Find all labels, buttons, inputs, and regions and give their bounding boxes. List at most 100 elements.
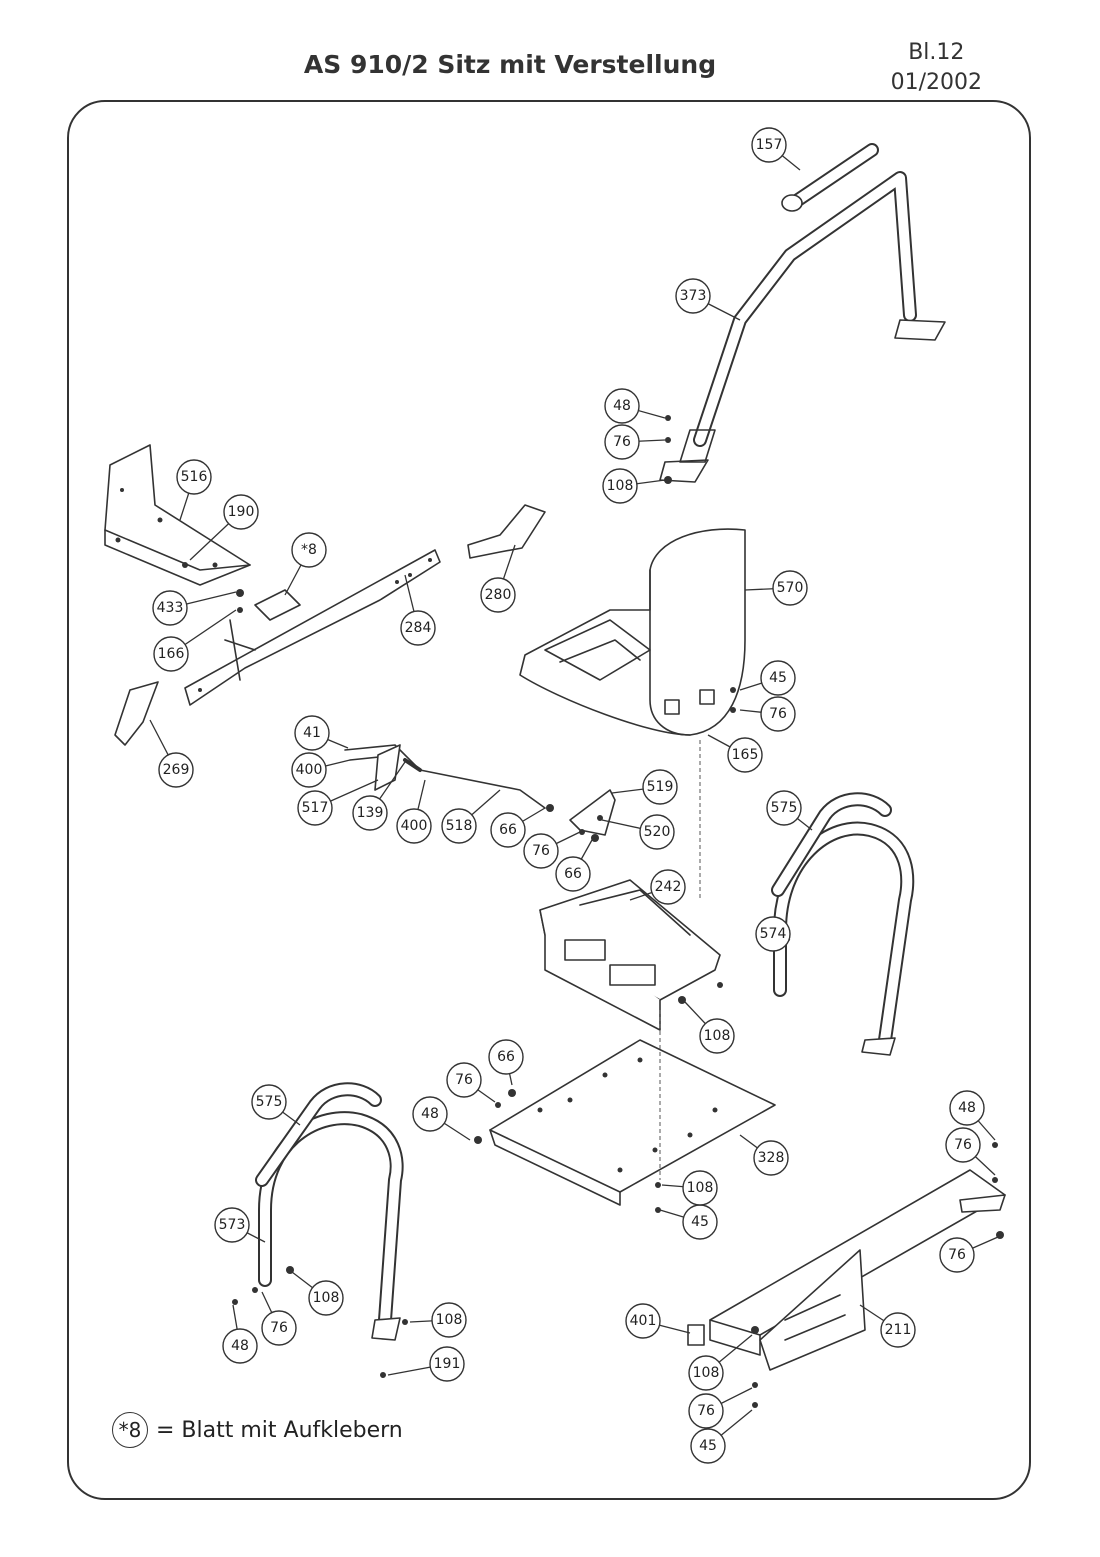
callout-574: 574: [755, 916, 791, 952]
callout-48: 48: [412, 1096, 448, 1132]
svg-text:108: 108: [687, 1180, 714, 1196]
seat-base-frame: [539, 879, 721, 1031]
callout-433: 433: [152, 590, 188, 626]
callout-48: 48: [222, 1328, 258, 1364]
svg-text:280: 280: [485, 587, 512, 603]
svg-text:139: 139: [357, 805, 384, 821]
svg-text:76: 76: [769, 706, 787, 722]
callout-star8: *8: [291, 532, 327, 568]
callout-66: 66: [490, 812, 526, 848]
svg-text:400: 400: [296, 762, 323, 778]
fasteners: [182, 415, 1004, 1408]
svg-text:108: 108: [313, 1290, 340, 1306]
svg-text:517: 517: [302, 800, 329, 816]
callout-139: 139: [352, 795, 388, 831]
callout-108: 108: [699, 1018, 735, 1054]
callout-76: 76: [604, 424, 640, 460]
svg-text:*8: *8: [301, 542, 317, 558]
svg-text:108: 108: [607, 478, 634, 494]
callout-48: 48: [604, 388, 640, 424]
svg-text:166: 166: [158, 646, 185, 662]
callout-573: 573: [214, 1207, 250, 1243]
side-bracket-plate: [104, 444, 251, 586]
svg-text:76: 76: [697, 1403, 715, 1419]
callout-190: 190: [223, 494, 259, 530]
sheet-date: 01/2002: [890, 70, 982, 95]
callout-269: 269: [158, 752, 194, 788]
svg-text:48: 48: [958, 1100, 976, 1116]
svg-text:165: 165: [732, 747, 759, 763]
svg-text:76: 76: [455, 1072, 473, 1088]
callout-108: 108: [602, 468, 638, 504]
callout-76: 76: [760, 696, 796, 732]
svg-text:45: 45: [691, 1214, 709, 1230]
callout-400: 400: [396, 808, 432, 844]
svg-text:573: 573: [219, 1217, 246, 1233]
svg-text:41: 41: [303, 725, 321, 741]
callout-166: 166: [153, 636, 189, 672]
svg-text:520: 520: [644, 824, 671, 840]
svg-text:190: 190: [228, 504, 255, 520]
callout-516: 516: [176, 459, 212, 495]
callout-519: 519: [642, 769, 678, 805]
svg-text:76: 76: [613, 434, 631, 450]
svg-text:45: 45: [699, 1438, 717, 1454]
svg-text:570: 570: [777, 580, 804, 596]
callout-400: 400: [291, 752, 327, 788]
callout-157: 157: [751, 127, 787, 163]
svg-text:373: 373: [680, 288, 707, 304]
left-armrest-hoop: [255, 1082, 404, 1341]
svg-text:76: 76: [954, 1137, 972, 1153]
svg-text:401: 401: [630, 1313, 657, 1329]
callout-108: 108: [308, 1280, 344, 1316]
callout-76: 76: [939, 1237, 975, 1273]
callout-211: 211: [880, 1312, 916, 1348]
svg-text:108: 108: [693, 1365, 720, 1381]
svg-text:284: 284: [405, 620, 432, 636]
svg-text:66: 66: [497, 1049, 515, 1065]
mounting-plate: [489, 1039, 776, 1206]
sheet-info: Bl.12 01/2002: [891, 38, 982, 98]
svg-text:269: 269: [163, 762, 190, 778]
callout-45: 45: [682, 1204, 718, 1240]
svg-text:48: 48: [421, 1106, 439, 1122]
callout-373: 373: [675, 278, 711, 314]
callout-518: 518: [441, 808, 477, 844]
svg-text:516: 516: [181, 469, 208, 485]
callout-517: 517: [297, 790, 333, 826]
svg-text:211: 211: [885, 1322, 912, 1338]
slide-rail: [184, 549, 441, 706]
callout-280: 280: [480, 577, 516, 613]
adjustment-lever: [344, 744, 616, 836]
callout-570: 570: [772, 570, 808, 606]
callout-76: 76: [688, 1393, 724, 1429]
right-armrest-hoop: [771, 792, 915, 1056]
callout-group: 157 373 48 76 108 516 190 *8 284 280 570 433 166 45 76…: [149, 127, 999, 1464]
clip-bracket-280: [467, 504, 546, 559]
svg-text:76: 76: [270, 1320, 288, 1336]
svg-text:191: 191: [434, 1356, 461, 1372]
callout-66: 66: [488, 1039, 524, 1075]
svg-text:519: 519: [647, 779, 674, 795]
callout-191: 191: [429, 1346, 465, 1382]
svg-text:45: 45: [769, 670, 787, 686]
svg-text:66: 66: [499, 822, 517, 838]
svg-text:575: 575: [256, 1094, 283, 1110]
svg-text:108: 108: [436, 1312, 463, 1328]
callout-108: 108: [682, 1170, 718, 1206]
legend-note: *8 = Blatt mit Aufklebern: [112, 1412, 403, 1448]
callout-328: 328: [753, 1140, 789, 1176]
callout-108: 108: [431, 1302, 467, 1338]
svg-text:328: 328: [758, 1150, 785, 1166]
callout-520: 520: [639, 814, 675, 850]
svg-text:76: 76: [948, 1247, 966, 1263]
svg-text:108: 108: [704, 1028, 731, 1044]
callout-284: 284: [400, 610, 436, 646]
sheet-number: Bl.12: [908, 40, 965, 65]
callout-48: 48: [949, 1090, 985, 1126]
callout-66: 66: [555, 856, 591, 892]
callout-41: 41: [294, 715, 330, 751]
svg-text:433: 433: [157, 600, 184, 616]
callout-76: 76: [523, 833, 559, 869]
drawing-frame: [67, 100, 1031, 1500]
